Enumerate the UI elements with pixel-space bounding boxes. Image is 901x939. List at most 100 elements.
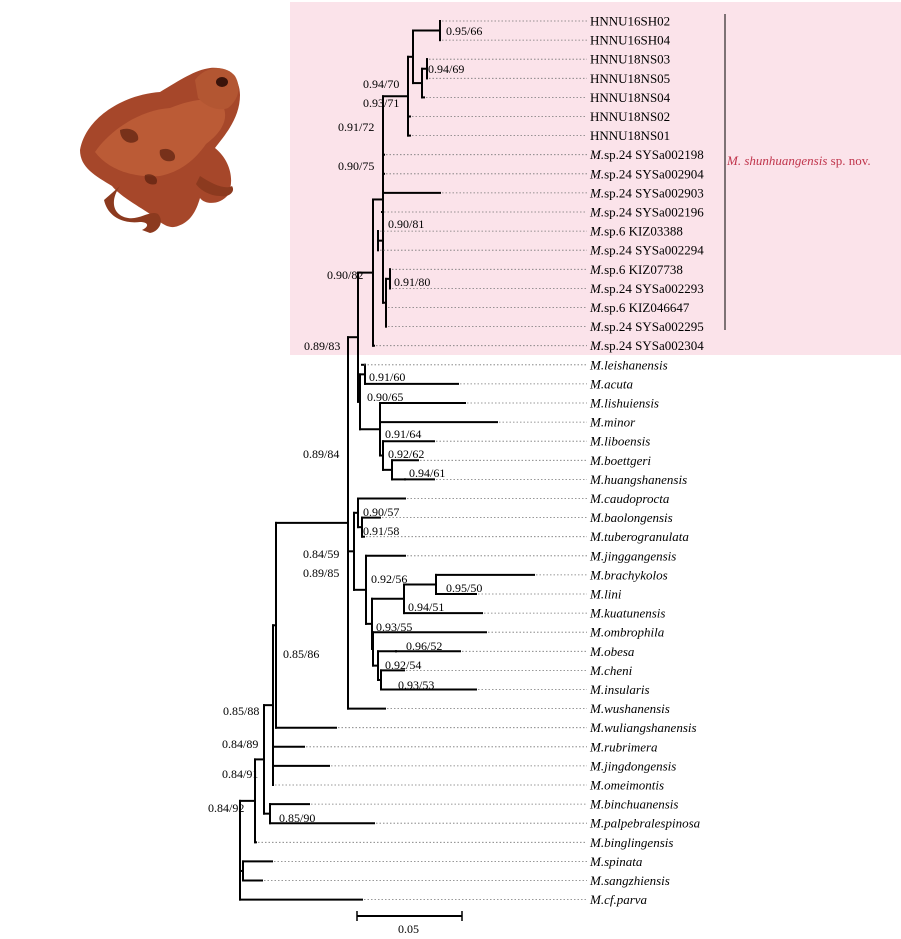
tip-genus: M. [589,797,604,812]
tip-name: sp.24 [604,205,632,220]
tip-label: HNNU18NS05 [590,71,670,86]
tip-label: M.insularis [589,682,650,697]
support-value: 0.90/82 [327,268,363,282]
tip-name: binglingensis [604,835,673,850]
tip-label: M.sp.6 KIZ07738 [589,262,683,277]
tip-genus: M. [589,663,604,678]
tip-label: M.jingdongensis [589,758,676,773]
tip-genus: M. [589,434,604,449]
support-value: 0.85/88 [223,704,259,718]
support-value: 0.94/61 [409,466,445,480]
tip-name: kuatunensis [604,606,665,621]
tip-voucher: SYSa002293 [632,281,704,296]
tip-label: M.jinggangensis [589,548,676,563]
tip-label: M.sp.24 SYSa002903 [589,185,704,200]
tip-genus: M. [589,854,604,869]
tip-genus: M. [589,548,604,563]
tip-name: HNNU18NS03 [590,52,670,67]
tip-genus: M. [589,338,604,353]
tip-voucher: SYSa002196 [632,205,704,220]
tip-genus: M. [589,205,604,220]
support-value: 0.91/80 [394,275,430,289]
support-value: 0.84/91 [222,767,258,781]
tip-name: obesa [604,644,635,659]
tip-genus: M. [589,873,604,888]
support-value: 0.90/75 [338,159,374,173]
tip-label: M.sp.24 SYSa002904 [589,166,704,181]
tip-genus: M. [589,281,604,296]
tip-genus: M. [589,644,604,659]
tip-name: huangshanensis [604,472,687,487]
tip-genus: M. [589,892,604,907]
tip-label: M.sp.6 KIZ03388 [589,224,683,239]
tip-name: HNNU18NS05 [590,71,670,86]
tip-genus: M. [589,835,604,850]
tip-genus: M. [589,758,604,773]
tip-label: M.sp.24 SYSa002196 [589,205,704,220]
support-value: 0.93/71 [363,96,399,110]
tip-name: sp.6 [604,262,626,277]
tip-label: M.lini [589,587,622,602]
tip-genus: M. [589,816,604,831]
tip-label: M.wuliangshanensis [589,720,697,735]
support-value: 0.91/72 [338,120,374,134]
tip-label: M.omeimontis [589,778,664,793]
tip-label: M.sp.24 SYSa002294 [589,243,704,258]
tip-genus: M. [589,491,604,506]
tip-genus: M. [589,587,604,602]
support-value: 0.94/51 [408,600,444,614]
tip-genus: M. [589,510,604,525]
tip-genus: M. [589,472,604,487]
tip-genus: M. [589,778,604,793]
tip-genus: M. [589,243,604,258]
tree-branches [239,20,535,901]
tip-name: HNNU18NS02 [590,109,670,124]
tip-name: wuliangshanensis [604,720,696,735]
tip-genus: M. [589,567,604,582]
tip-genus: M. [589,529,604,544]
support-value: 0.92/56 [371,572,407,586]
tip-name: tuberogranulata [604,529,689,544]
tip-leader-lines [258,20,587,900]
tip-label: M.huangshanensis [589,472,687,487]
tip-label: M.binchuanensis [589,797,678,812]
tip-voucher: KIZ03388 [625,224,682,239]
tip-name: binchuanensis [604,797,678,812]
tip-name: spinata [604,854,643,869]
tip-name: sp.24 [604,147,632,162]
tip-label: M.brachykolos [589,567,668,582]
tip-genus: M. [589,739,604,754]
tip-label: M.caudoprocta [589,491,670,506]
tip-name: wushanensis [604,701,670,716]
tip-label: M.acuta [589,376,633,391]
tip-label: M.cf.parva [589,892,648,907]
tip-label: M.wushanensis [589,701,670,716]
tip-name: jinggangensis [602,548,676,563]
frog-hind-leg [104,186,161,233]
tip-genus: M. [589,682,604,697]
support-value: 0.85/86 [283,647,319,661]
tip-name: HNNU16SH04 [590,33,671,48]
tip-name: insularis [604,682,650,697]
tip-name: boettgeri [604,453,651,468]
tip-labels: HNNU16SH02HNNU16SH04HNNU18NS03HNNU18NS05… [589,14,704,908]
tip-label: HNNU18NS02 [590,109,670,124]
new-species-name: M. shunhuangensis [726,153,827,168]
scale-bar-label: 0.05 [398,922,419,936]
tip-genus: M. [589,415,604,430]
tip-name: sp.6 [604,300,626,315]
tip-genus: M. [589,357,604,372]
tip-genus: M. [589,147,604,162]
tip-voucher: SYSa002304 [632,338,704,353]
tip-label: HNNU18NS03 [590,52,670,67]
tip-label: M.sp.6 KIZ046647 [589,300,690,315]
tip-label: M.boettgeri [589,453,651,468]
tip-name: sp.24 [604,243,632,258]
tip-name: sp.24 [604,319,632,334]
support-value: 0.85/90 [279,811,315,825]
support-value: 0.91/64 [385,427,421,441]
tip-genus: M. [589,376,604,391]
tip-name: liboensis [604,434,650,449]
tip-label: M.sangzhiensis [589,873,670,888]
frog-head [195,68,239,110]
